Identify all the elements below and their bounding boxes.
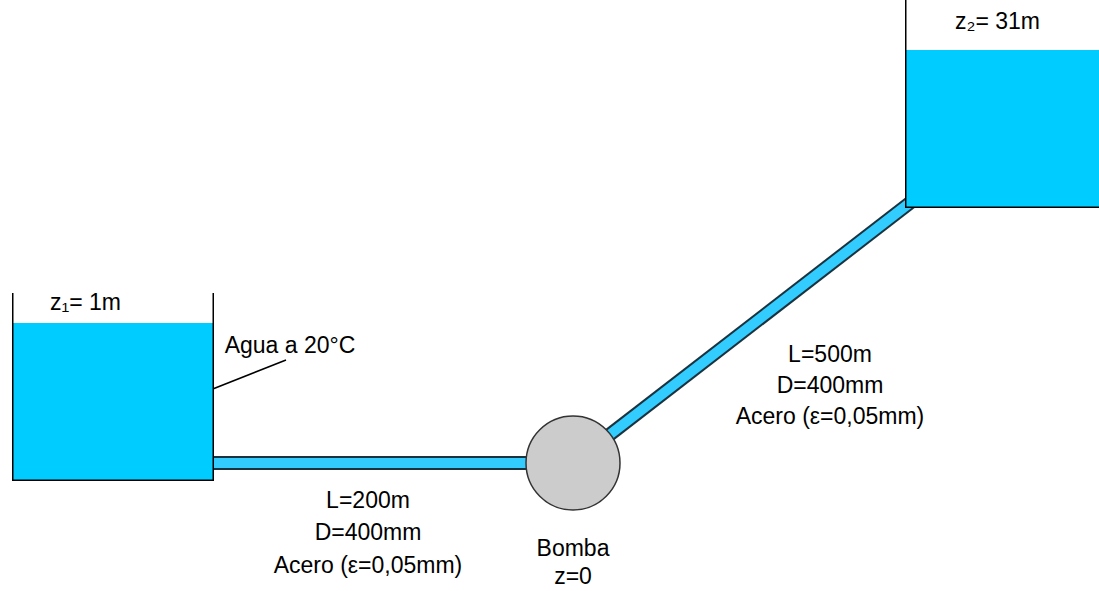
pipe-spec: L=500m	[788, 341, 872, 367]
fluid-note: Agua a 20°C	[225, 332, 356, 358]
tank-wall	[13, 293, 214, 480]
upper-tank: z₂= 31m	[905, 0, 1099, 208]
water	[12, 323, 214, 481]
pump-label: z=0	[554, 563, 592, 589]
tank-wall	[906, 0, 1099, 207]
pipe-wall	[609, 202, 911, 435]
pipe-spec: Acero (ε=0,05mm)	[274, 552, 463, 578]
pipe-spec: L=200m	[326, 487, 410, 513]
pipe	[609, 202, 911, 435]
pipe	[213, 463, 527, 464]
pipe-water	[609, 202, 911, 435]
pipe-wall	[213, 456, 527, 470]
pump-label: Bomba	[537, 535, 610, 561]
pipe-water	[213, 458, 527, 468]
pump-circle	[526, 416, 620, 510]
supply-tank: z₁= 1m	[12, 293, 214, 481]
water	[905, 50, 1099, 208]
level-label: z₂= 31m	[955, 8, 1040, 34]
pipe-spec: D=400mm	[777, 372, 884, 398]
supply-tank-outline	[12, 293, 214, 481]
pump-symbol: Bombaz=0	[525, 415, 621, 511]
level-label: z₁= 1m	[50, 289, 121, 315]
pump-symbol-outline	[525, 415, 621, 511]
pipe-spec: Acero (ε=0,05mm)	[736, 403, 925, 429]
pipe-spec: D=400mm	[315, 519, 422, 545]
